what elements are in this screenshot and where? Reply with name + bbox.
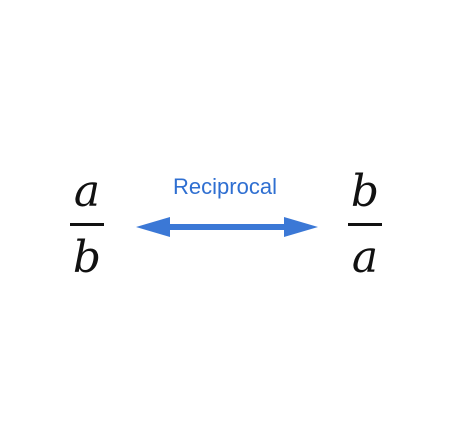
right-fraction: b a [335,160,395,290]
double-arrow-icon [136,217,318,237]
right-denominator: a [351,232,379,283]
left-fraction-bar [70,223,104,226]
left-numerator: a [73,166,101,217]
right-numerator: b [350,166,380,217]
right-fraction-bar [348,223,382,226]
reciprocal-label: Reciprocal [173,174,277,199]
left-denominator: b [72,232,102,283]
left-fraction: a b [57,160,117,290]
